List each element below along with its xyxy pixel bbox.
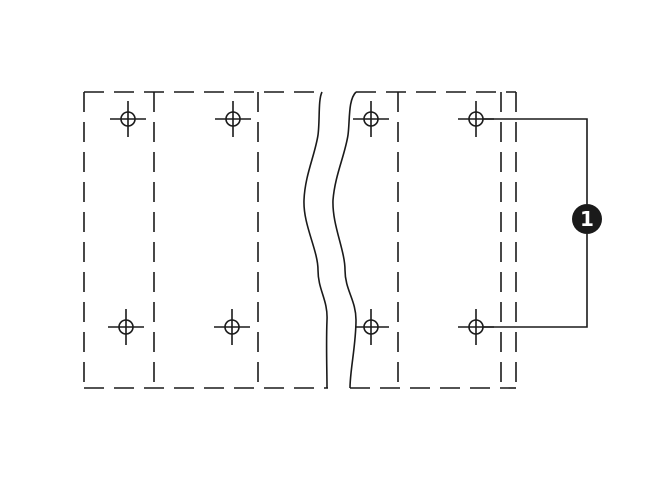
left-housing-outline [83,91,328,389]
pin-pole-1-bottom [108,309,144,345]
callout-leader [483,118,588,328]
pin-pole-1-top [110,101,146,137]
pin-pole-3-bottom [355,309,389,345]
break-lines [303,91,357,389]
right-housing-outline [350,91,517,389]
pin-pole-2-bottom [214,309,250,345]
pin-pole-3-top [353,101,389,137]
pin-pole-2-top [215,101,251,137]
callout-label: 1 [580,207,594,231]
callout-badge: 1 [572,204,602,234]
